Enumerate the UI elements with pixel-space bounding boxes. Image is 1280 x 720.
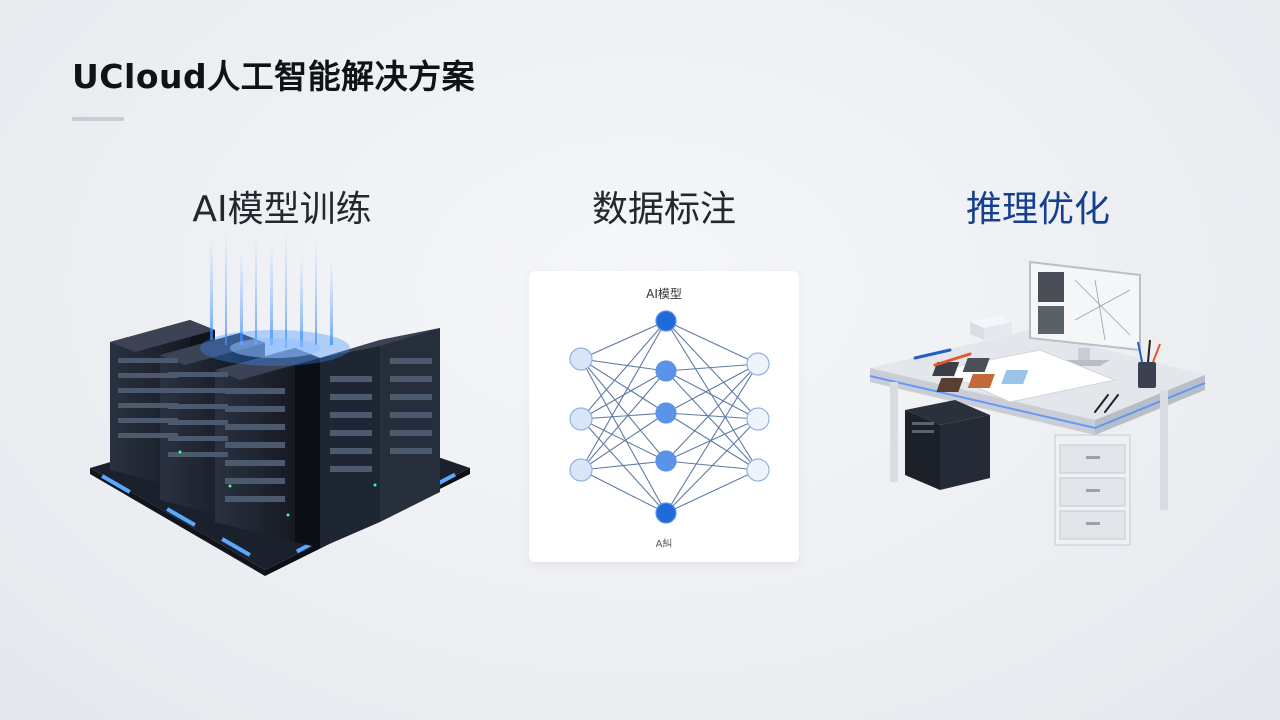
neural-network-icon: AI模型 A糾 [529,271,799,562]
nn-edge [665,418,759,462]
card-top-label: AI模型 [646,287,682,301]
nn-edge [580,320,667,471]
server-rack-icon [80,230,480,580]
neural-network-diagram [569,310,770,524]
nn-edge [580,358,667,514]
section-heading-inference-optimization: 推理优化 [965,189,1110,230]
section-heading-data-labeling: 数据标注 [591,189,736,230]
nn-node [655,360,677,382]
nn-edge [580,412,667,420]
nn-edge [665,320,759,420]
nn-edge [580,320,667,420]
nn-edge [580,370,667,471]
nn-node [746,407,770,431]
nn-node [655,450,677,472]
nn-node [569,458,593,482]
nn-node [746,458,770,482]
nn-edge [580,460,667,471]
card-bottom-label: A糾 [655,539,673,550]
nn-edge [665,418,759,514]
nn-edge [580,412,667,471]
nn-edge [665,412,759,420]
nn-edge [665,370,759,471]
nn-edge [580,469,667,514]
nn-node [655,402,677,424]
section-heading-model-training: AI模型训练 [192,189,372,230]
nn-edge [580,320,667,360]
nn-node [569,347,593,371]
nn-edge [665,469,759,514]
nn-edge [665,412,759,471]
nn-edge [665,363,759,414]
nn-node [655,310,677,332]
nn-edge [580,418,667,462]
nn-edge [580,358,667,372]
workstation-desk-icon [860,250,1220,570]
nn-edge [665,363,759,372]
nn-node [746,352,770,376]
nn-edge [665,363,759,514]
nn-edge [665,320,759,365]
nn-edge [580,358,667,414]
title-underline [72,117,124,121]
slide-title: UCloud人工智能解决方案 [72,57,476,96]
nn-node [569,407,593,431]
nn-edge [580,358,667,462]
nn-edge [665,363,759,462]
nn-edge [665,370,759,420]
nn-node [655,502,677,524]
